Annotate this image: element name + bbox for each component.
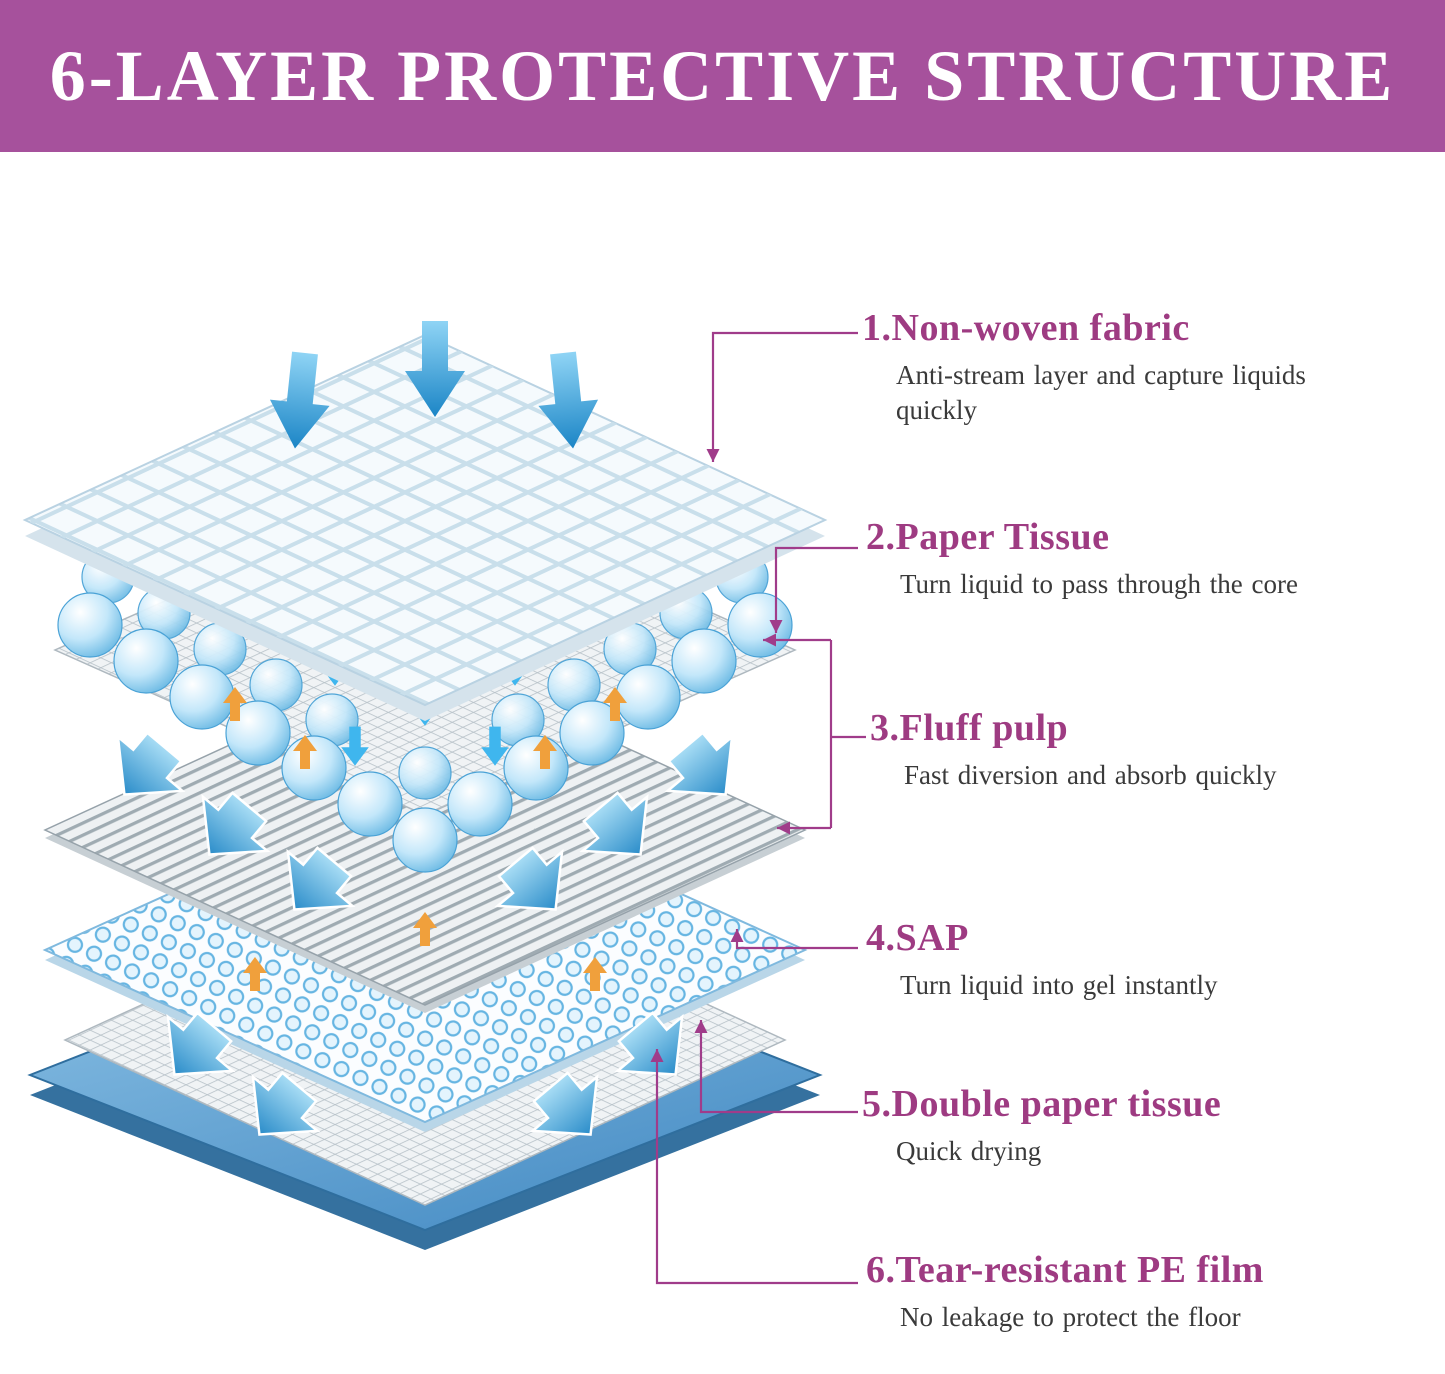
annotation-pe-film: 6.Tear-resistant PE film No leakage to p… (866, 1248, 1406, 1335)
annotation-description: No leakage to protect the floor (900, 1302, 1241, 1332)
annotation-heading: 6.Tear-resistant PE film (866, 1248, 1406, 1292)
annotation-heading: 1.Non-woven fabric (862, 306, 1402, 350)
title-banner: 6-LAYER PROTECTIVE STRUCTURE (0, 0, 1445, 152)
page-title: 6-LAYER PROTECTIVE STRUCTURE (49, 35, 1396, 116)
annotation-number: 1. (862, 307, 892, 349)
annotation-label: Tear-resistant PE film (895, 1249, 1264, 1291)
annotation-description: Turn liquid to pass through the core (900, 569, 1298, 599)
annotation-label: Fluff pulp (899, 707, 1069, 749)
annotation-fluff-pulp: 3.Fluff pulp Fast diversion and absorb q… (870, 706, 1410, 793)
annotation-description: Quick drying (896, 1136, 1042, 1166)
layer-stack-diagram (5, 275, 855, 1275)
annotation-heading: 4.SAP (866, 916, 1406, 960)
annotation-label: Paper Tissue (895, 516, 1110, 558)
annotation-sap: 4.SAP Turn liquid into gel instantly (866, 916, 1406, 1003)
annotation-label: Non-woven fabric (891, 307, 1190, 349)
annotation-number: 3. (870, 707, 900, 749)
annotation-non-woven-fabric: 1.Non-woven fabric Anti-stream layer and… (862, 306, 1402, 427)
annotation-number: 4. (866, 917, 896, 959)
annotation-paper-tissue: 2.Paper Tissue Turn liquid to pass throu… (866, 515, 1406, 602)
annotation-heading: 5.Double paper tissue (862, 1082, 1402, 1126)
annotation-number: 2. (866, 516, 896, 558)
annotation-double-paper-tissue: 5.Double paper tissue Quick drying (862, 1082, 1402, 1169)
annotation-description: Fast diversion and absorb quickly (904, 760, 1277, 790)
annotation-heading: 2.Paper Tissue (866, 515, 1406, 559)
layer-non-woven-fabric (22, 333, 828, 721)
annotation-description: Turn liquid into gel instantly (900, 970, 1218, 1000)
annotation-number: 6. (866, 1249, 896, 1291)
annotation-heading: 3.Fluff pulp (870, 706, 1410, 750)
annotation-description: Anti-stream layer and capture liquids qu… (896, 360, 1306, 425)
layer-fluff-pulp-beads (57, 550, 793, 873)
structure-diagram-svg (22, 321, 828, 1250)
annotation-label: SAP (895, 917, 969, 959)
annotation-label: Double paper tissue (891, 1083, 1222, 1125)
annotation-number: 5. (862, 1083, 892, 1125)
